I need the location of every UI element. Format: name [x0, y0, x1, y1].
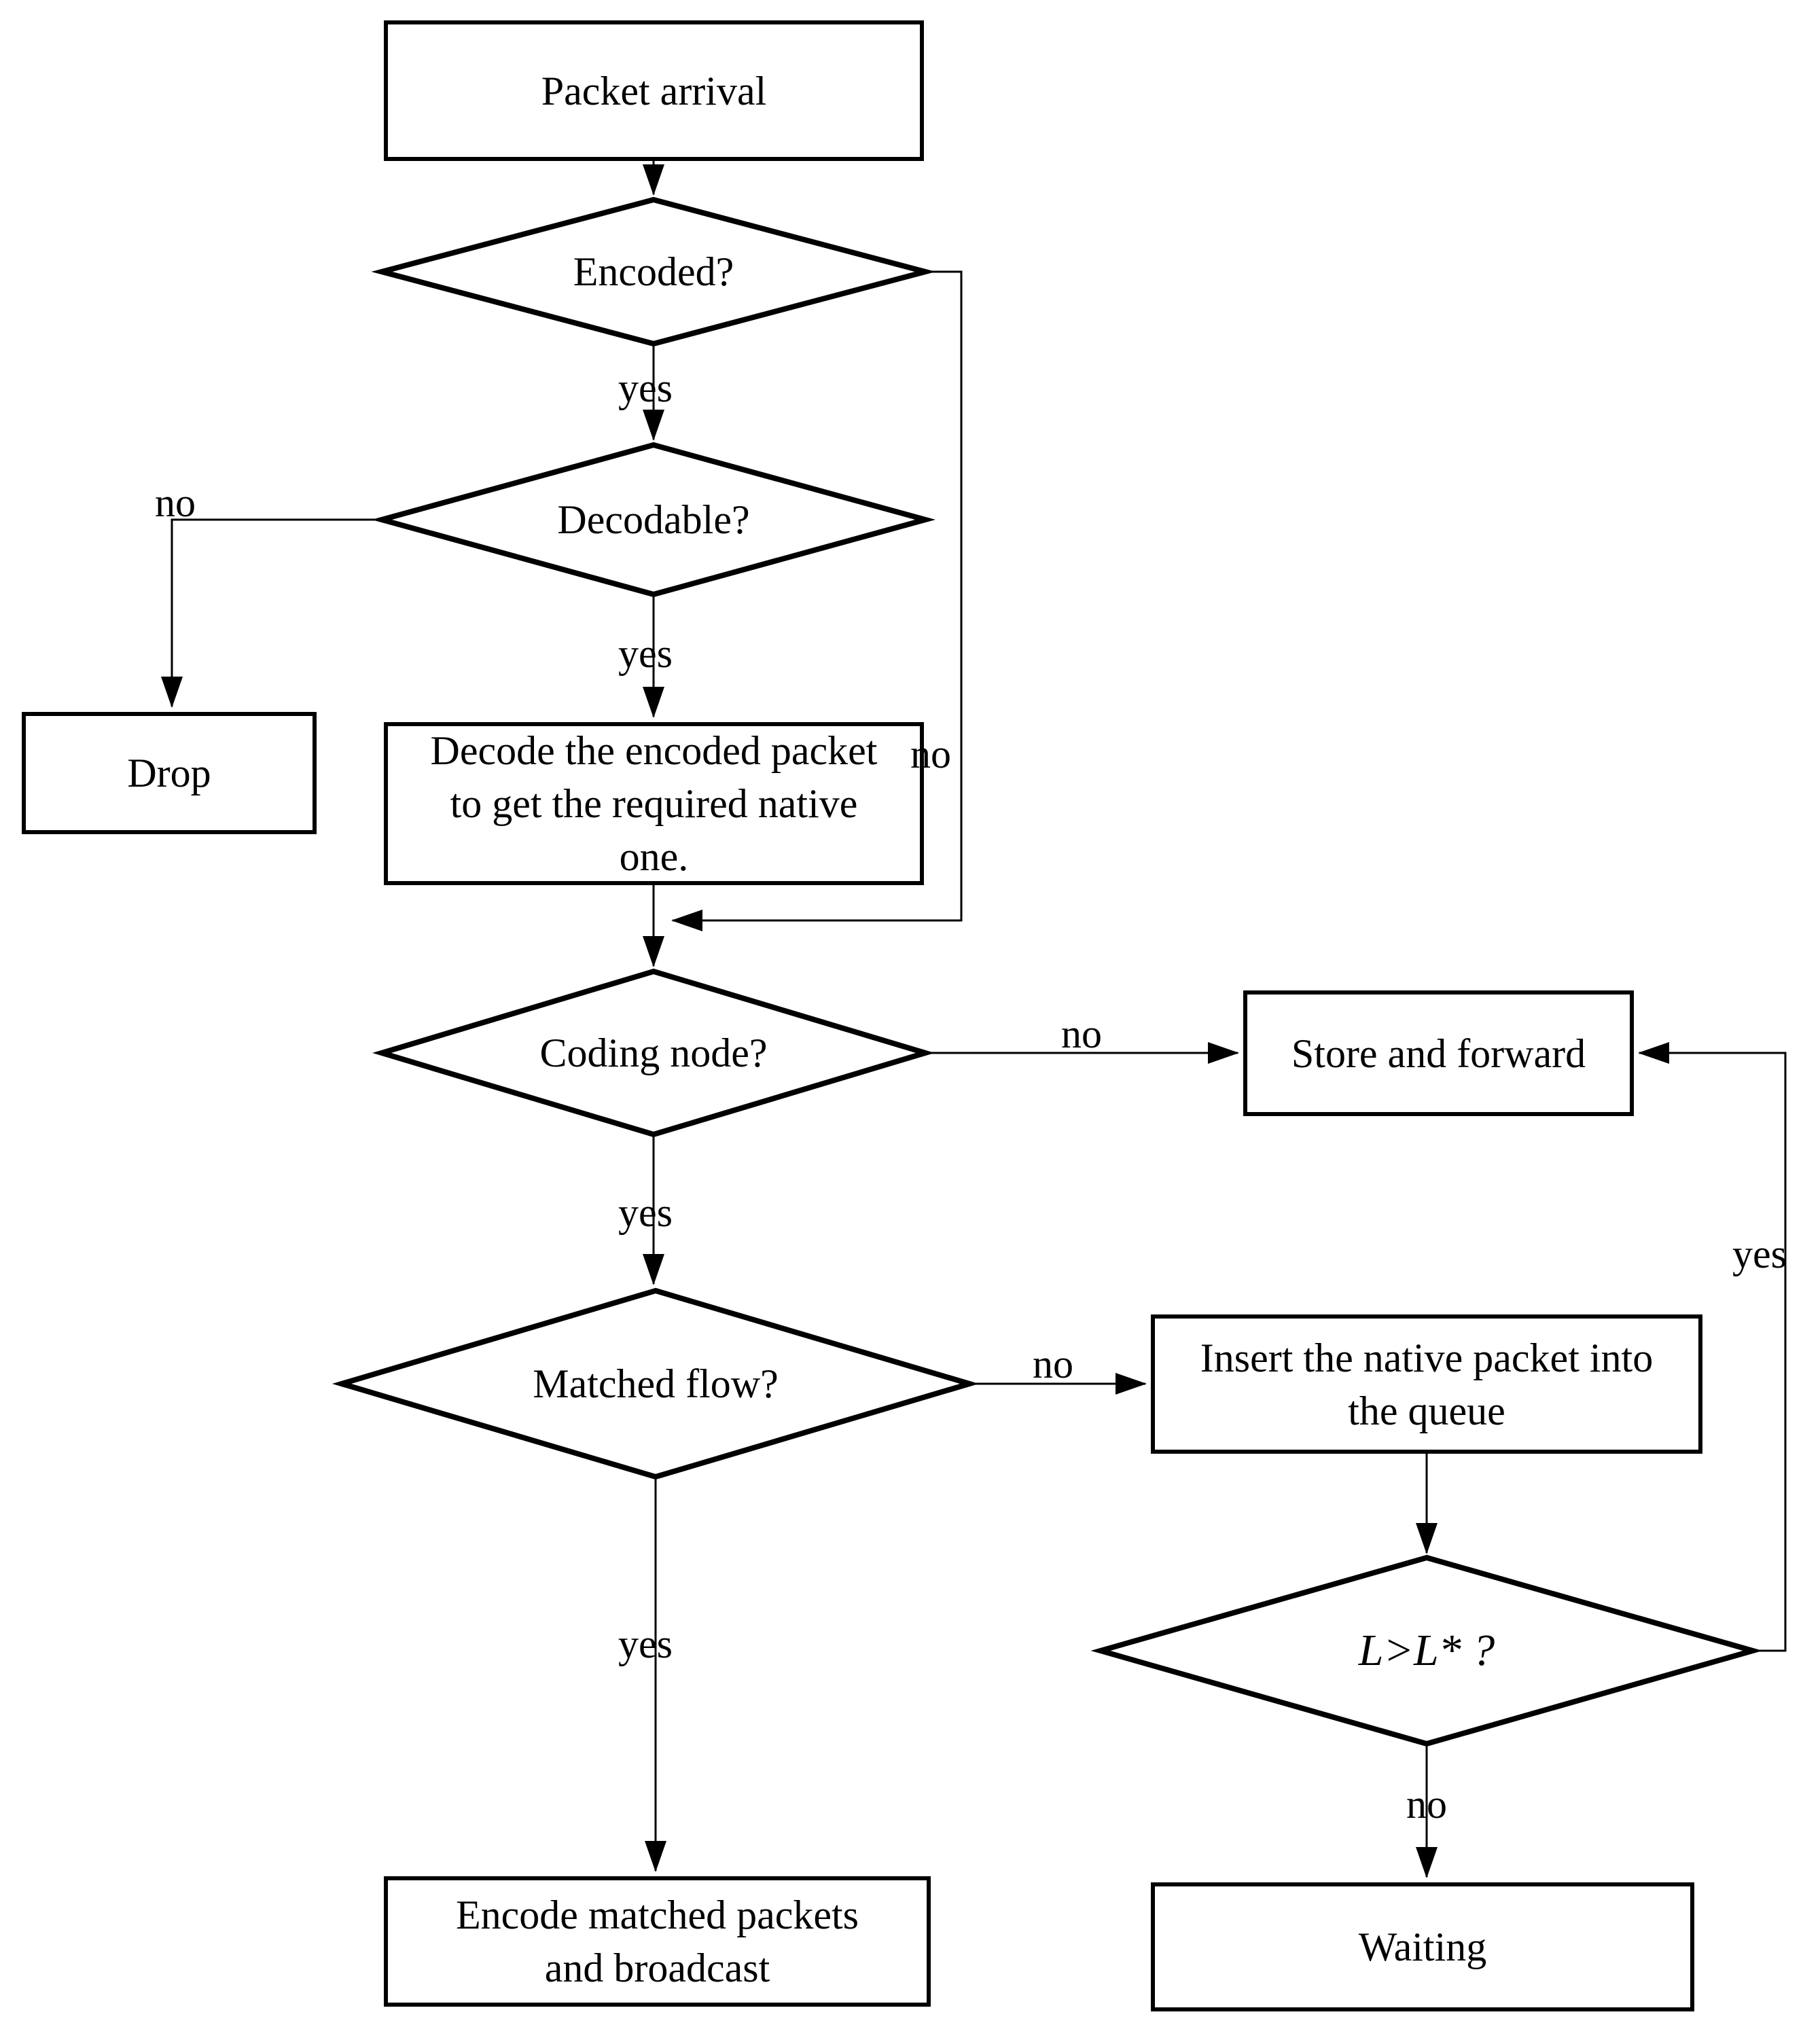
encode-broadcast-box: Encode matched packets and broadcast [384, 1876, 931, 2007]
store-forward-label: Store and forward [1291, 1031, 1586, 1076]
packet-arrival-label: Packet arrival [541, 68, 767, 113]
decodable-yes-label: yes [618, 631, 673, 676]
insert-queue-label-line1: Insert the native packet into [1200, 1335, 1654, 1380]
edge-encoded-no-bypass [671, 270, 963, 931]
l-threshold-no-label: no [1406, 1782, 1447, 1827]
encoded-yes-label: yes [618, 365, 673, 410]
edge-lthreshold-yes-to-store [1638, 1042, 1787, 1652]
coding-node-diamond [372, 968, 935, 1138]
matched-no-label: no [1033, 1342, 1073, 1386]
l-threshold-yes-label: yes [1732, 1232, 1787, 1276]
coding-yes-label: yes [618, 1190, 673, 1235]
decode-box: Decode the encoded packet to get the req… [384, 722, 924, 885]
decode-label-line2: to get the required native [450, 781, 858, 826]
encoded-diamond [371, 196, 936, 347]
decodable-no-label: no [155, 480, 196, 525]
drop-label: Drop [127, 751, 211, 795]
coding-no-label: no [1061, 1011, 1102, 1056]
encode-broadcast-label-line2: and broadcast [544, 1946, 770, 1990]
l-threshold-diamond [1090, 1554, 1763, 1747]
waiting-box: Waiting [1151, 1882, 1694, 2011]
waiting-label: Waiting [1358, 1924, 1487, 1969]
packet-arrival-box: Packet arrival [384, 20, 924, 161]
encode-broadcast-label-line1: Encode matched packets [455, 1893, 859, 1937]
insert-queue-label-line2: the queue [1348, 1388, 1505, 1433]
encoded-no-label: no [910, 732, 951, 776]
matched-flow-diamond [332, 1287, 980, 1480]
edge-decodable-no-to-drop [161, 518, 382, 708]
store-forward-box: Store and forward [1243, 990, 1634, 1116]
decodable-diamond [371, 442, 936, 598]
matched-yes-label: yes [618, 1622, 673, 1666]
drop-box: Drop [22, 712, 317, 834]
decode-label-line1: Decode the encoded packet [430, 728, 878, 773]
decode-label-line3: one. [619, 834, 689, 879]
insert-queue-box: Insert the native packet into the queue [1151, 1314, 1702, 1454]
